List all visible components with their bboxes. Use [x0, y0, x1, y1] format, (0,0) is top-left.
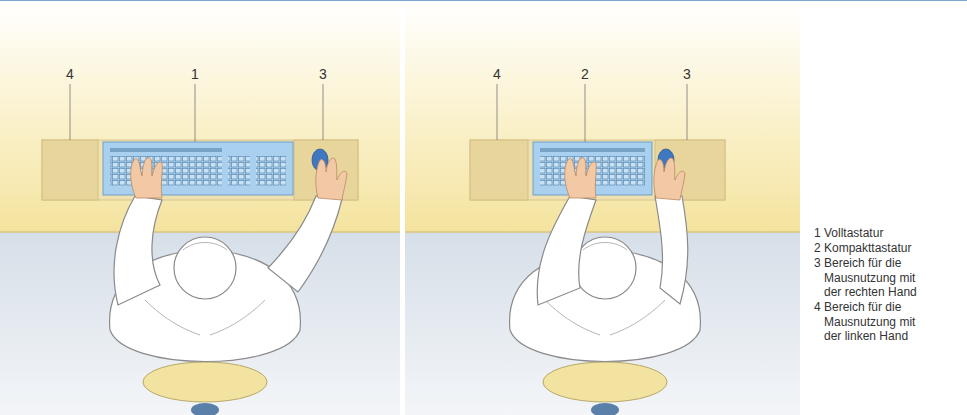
- right-hand: [654, 158, 685, 200]
- left-arm: [114, 196, 162, 305]
- leader-line: [687, 84, 688, 140]
- callout-number: 3: [683, 66, 691, 82]
- left-mouse-area: [42, 140, 98, 200]
- desk-edge: [405, 231, 800, 233]
- callout-number: 3: [319, 66, 327, 82]
- legend-text: 4 Bereich für die Mausnutzung mit der li…: [814, 300, 926, 344]
- function-keys: [110, 148, 222, 152]
- desk-surface: [0, 2, 400, 232]
- mouse-band: [42, 140, 358, 200]
- leader-line: [585, 84, 586, 142]
- leader-line: [323, 84, 324, 140]
- callout-number: 4: [493, 66, 501, 82]
- left-hand: [131, 158, 162, 198]
- right-arm: [268, 196, 342, 292]
- legend-text: 1 Volltastatur: [814, 226, 926, 241]
- mouse-band: [470, 140, 725, 200]
- legend-text: 3 Bereich für die Mausnutzung mit der re…: [814, 256, 926, 300]
- callout-number: 1: [191, 66, 199, 82]
- right-mouse-area: [294, 140, 358, 200]
- legend-text: 2 Kompakttastatur: [814, 241, 926, 256]
- top-rule: [0, 0, 967, 1]
- desk-edge: [0, 231, 400, 233]
- callout-number: 2: [581, 66, 589, 82]
- left-arm: [537, 196, 596, 305]
- leader-line: [70, 84, 71, 140]
- callout-number: 4: [66, 66, 74, 82]
- left-mouse-area: [470, 140, 528, 200]
- left-hand: [565, 158, 596, 198]
- desk-surface: [405, 2, 800, 232]
- right-arm: [655, 196, 688, 304]
- number-pad: [256, 156, 286, 186]
- arrow-keys: [228, 156, 250, 186]
- leader-line: [497, 84, 498, 140]
- main-keys: [110, 156, 222, 186]
- function-keys: [540, 148, 645, 152]
- leader-line: [195, 84, 196, 142]
- right-hand: [316, 158, 347, 200]
